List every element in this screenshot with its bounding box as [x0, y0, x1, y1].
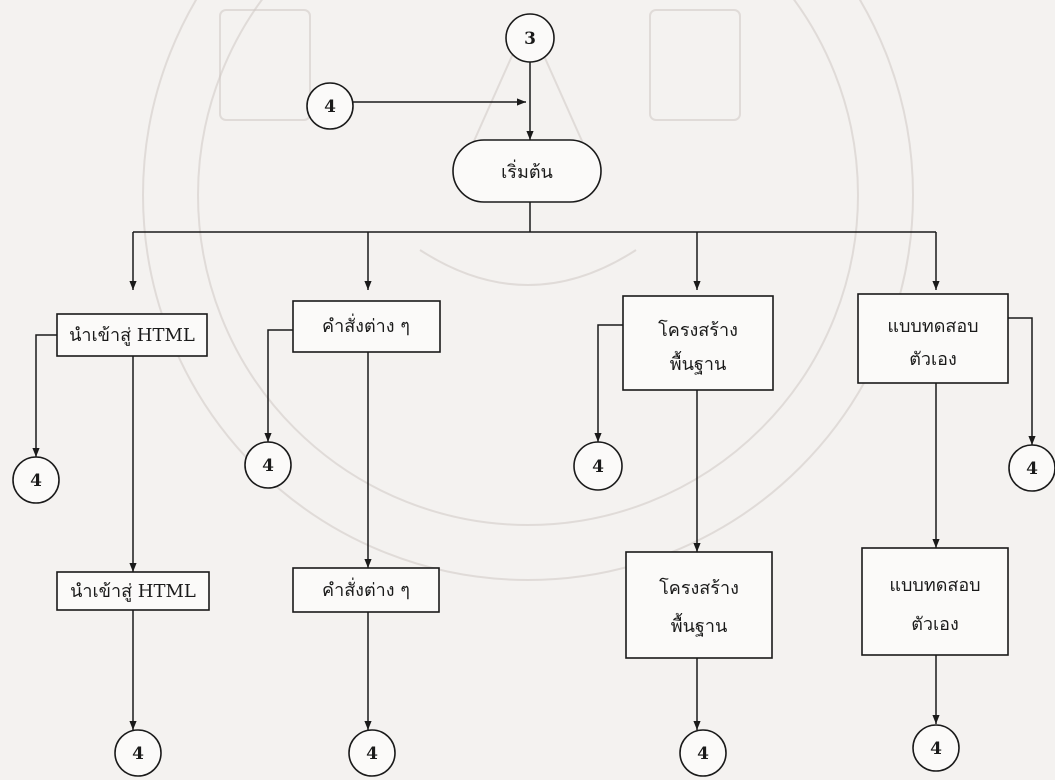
connector-circle-top: 3: [505, 13, 555, 63]
box-col3-top-line2: พื้นฐาน: [670, 351, 727, 375]
box-col3-bottom-line1: โครงสร้าง: [659, 577, 739, 599]
box-col4-top: แบบทดสอบ ตัวเอง: [857, 293, 1009, 384]
box-col2-bottom: คำสั่งต่าง ๆ: [292, 567, 440, 613]
connector-label: 4: [366, 744, 378, 764]
box-col2-bottom-line1: คำสั่งต่าง ๆ: [322, 577, 410, 601]
connector-label: 4: [262, 456, 274, 476]
box-col4-bottom-line1: แบบทดสอบ: [889, 575, 980, 596]
box-col3-top-line1: โครงสร้าง: [658, 319, 738, 341]
box-col4-top-line1: แบบทดสอบ: [887, 316, 978, 337]
box-col1-bottom: นำเข้าสู่ HTML: [56, 571, 210, 611]
connector-label: 4: [132, 744, 144, 764]
connector-label: 4: [592, 457, 604, 477]
connector-circle-c2-side: 4: [244, 441, 292, 489]
connector-circle-c3-side: 4: [573, 441, 623, 491]
box-col4-top-line2: ตัวเอง: [909, 349, 957, 370]
connector-circle-c3-bottom: 4: [679, 729, 727, 777]
connector-label: 4: [697, 744, 709, 764]
box-col1-bottom-line1: นำเข้าสู่ HTML: [70, 581, 196, 602]
box-col3-bottom-line2: พื้นฐาน: [671, 613, 728, 637]
connector-label: 4: [30, 471, 42, 491]
connector-circle-c1-side: 4: [12, 456, 60, 504]
start-terminator: เริ่มต้น: [452, 139, 602, 203]
box-col2-top-line1: คำสั่งต่าง ๆ: [322, 313, 410, 337]
watermark-seal: [142, 0, 914, 581]
connector-label: 4: [324, 97, 336, 117]
connector-label: 4: [930, 739, 942, 759]
connector-label: 4: [1026, 459, 1038, 479]
connector-circle-c2-bottom: 4: [348, 729, 396, 777]
connector-label: 3: [524, 29, 536, 49]
box-col1-top: นำเข้าสู่ HTML: [56, 313, 208, 357]
connector-lines: [32, 62, 1036, 730]
box-col3-top: โครงสร้าง พื้นฐาน: [622, 295, 774, 391]
box-col3-bottom: โครงสร้าง พื้นฐาน: [625, 551, 773, 659]
box-col4-bottom-line2: ตัวเอง: [911, 614, 959, 635]
connector-circle-c4-side: 4: [1008, 444, 1055, 492]
start-label: เริ่มต้น: [501, 159, 553, 183]
box-col2-top: คำสั่งต่าง ๆ: [292, 300, 441, 353]
connector-circle-c1-bottom: 4: [114, 729, 162, 777]
box-col4-bottom: แบบทดสอบ ตัวเอง: [861, 547, 1009, 656]
connector-circle-c4-bottom: 4: [912, 724, 960, 772]
box-col1-top-line1: นำเข้าสู่ HTML: [69, 325, 195, 346]
connector-circle-loop: 4: [306, 82, 354, 130]
